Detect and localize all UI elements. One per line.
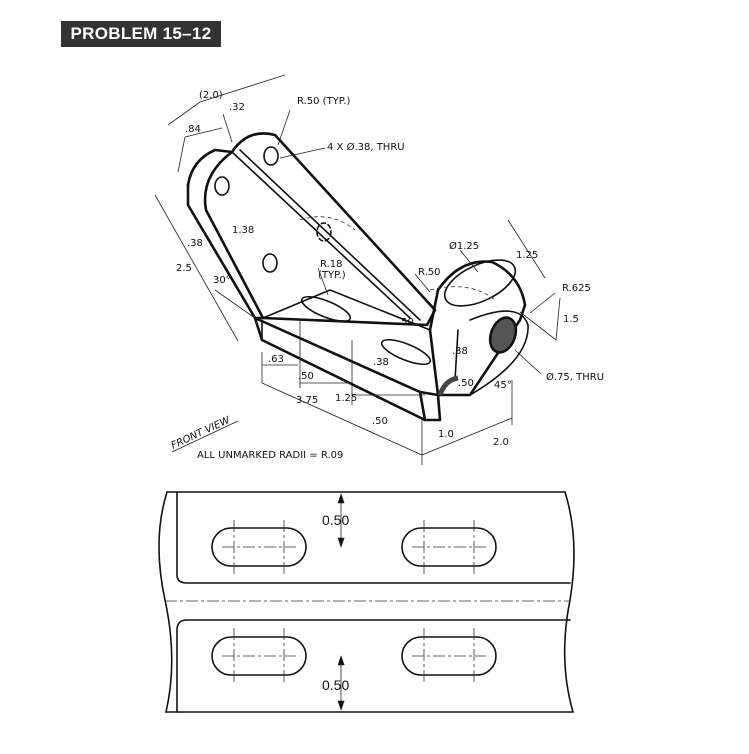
dim-38-right: .38 [452, 346, 468, 357]
dim-38-mid: .38 [373, 357, 389, 368]
dim-2-0-ref: (2.0) [199, 90, 223, 101]
dim-1-25-top: 1.25 [516, 250, 538, 261]
dim-50-right: .50 [458, 378, 474, 389]
base-slot [300, 295, 352, 323]
dim-2-5: 2.5 [176, 263, 192, 274]
plate-hole [263, 146, 279, 166]
dim-32: .32 [229, 102, 245, 113]
dim-1-25-bottom: 1.25 [335, 393, 357, 404]
dim-3-75: 3.75 [296, 395, 318, 406]
right-break-line [563, 491, 575, 713]
dim-top-0-50: 0.50 [322, 512, 349, 528]
auxiliary-view: 0.50 0.50 [158, 491, 575, 713]
front-view-label: FRONT VIEW [170, 415, 233, 452]
dim-84: .84 [185, 124, 201, 135]
dim-1-0: 1.0 [438, 429, 454, 440]
slot-lower-left [211, 636, 307, 676]
boss-hole [488, 316, 518, 354]
dim-r50-typ: R.50 (TYP.) [297, 96, 350, 107]
plate-hole [316, 222, 332, 242]
dim-dia-1-25: Ø1.25 [449, 240, 479, 252]
dim-1-5: 1.5 [563, 314, 579, 325]
dim-1-38: 1.38 [232, 225, 254, 236]
dim-63: .63 [268, 354, 284, 365]
slot-lower-right [401, 636, 497, 676]
isometric-view: (2.0) .32 .84 R.50 (TYP.) 4 X Ø.38, THRU… [154, 74, 604, 465]
dim-38-left: .38 [187, 238, 203, 249]
plate-hole [262, 253, 278, 273]
dim-angle-30: 30° [213, 275, 231, 286]
slot-upper-right [401, 527, 497, 567]
dim-2-0: 2.0 [493, 437, 509, 448]
left-break-line [158, 491, 173, 713]
dim-50-mid: .50 [398, 317, 414, 328]
base-slot [380, 338, 432, 366]
dim-r18-typ: (TYP.) [318, 270, 346, 281]
dim-r50: R.50 [418, 267, 441, 278]
dim-angle-45: 45° [494, 380, 512, 391]
slot-upper-left [211, 527, 307, 567]
dim-r18: R.18 [320, 259, 343, 270]
dim-hole-75: Ø.75, THRU [546, 371, 604, 383]
base-plate-outline [253, 316, 427, 422]
radii-note: ALL UNMARKED RADII = R.09 [197, 450, 343, 461]
dim-bottom-0-50: 0.50 [322, 677, 349, 693]
dim-50-base: .50 [372, 416, 388, 427]
problem-label: PROBLEM 15–12 [61, 21, 221, 47]
dim-4x-holes: 4 X Ø.38, THRU [327, 141, 405, 153]
plate-hole [214, 176, 230, 196]
dim-r625: R.625 [562, 283, 591, 294]
dim-50-bottom: .50 [298, 371, 314, 382]
